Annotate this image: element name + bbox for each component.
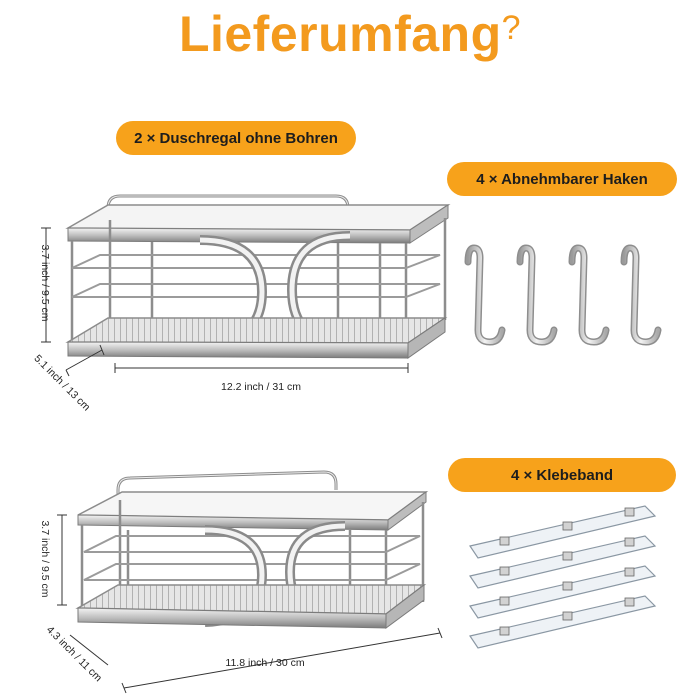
bottom-height-label: 3.7 inch / 9.5 cm: [39, 520, 51, 598]
hook-2: [516, 244, 558, 346]
hook-4: [620, 244, 662, 346]
title-question-mark: ?: [501, 9, 522, 47]
hooks-label-badge: 4 × Abnehmbarer Haken: [447, 162, 677, 196]
adhesive-tape-2: [469, 535, 657, 589]
hooks-label-text: 4 × Abnehmbarer Haken: [476, 170, 648, 188]
adhesive-tape-1: [469, 505, 657, 559]
top-dimension-lines: [41, 227, 409, 377]
title-text: Lieferumfang: [178, 6, 502, 62]
bottom-dimension-lines: [57, 514, 443, 694]
adhesive-tape-4: [469, 595, 657, 649]
hook-1: [464, 244, 506, 346]
shelf-label-badge: 2 × Duschregal ohne Bohren: [116, 121, 356, 155]
hooks-group: [464, 244, 662, 346]
page-title: Lieferumfang?: [0, 0, 700, 62]
adhesive-tape-3: [469, 565, 657, 619]
tape-label-badge: 4 × Klebeband: [448, 458, 676, 492]
shower-shelf-bottom: [75, 470, 429, 629]
top-height-label: 3.7 inch / 9.5 cm: [39, 244, 51, 322]
shelf-label-text: 2 × Duschregal ohne Bohren: [134, 129, 338, 147]
shower-shelf-top: [65, 194, 451, 359]
hook-3: [568, 244, 610, 346]
tape-label-text: 4 × Klebeband: [510, 466, 614, 484]
top-width-label: 12.2 inch / 31 cm: [221, 381, 301, 393]
bottom-width-label: 11.8 inch / 30 cm: [225, 657, 305, 669]
adhesive-tapes-group: [469, 505, 657, 649]
